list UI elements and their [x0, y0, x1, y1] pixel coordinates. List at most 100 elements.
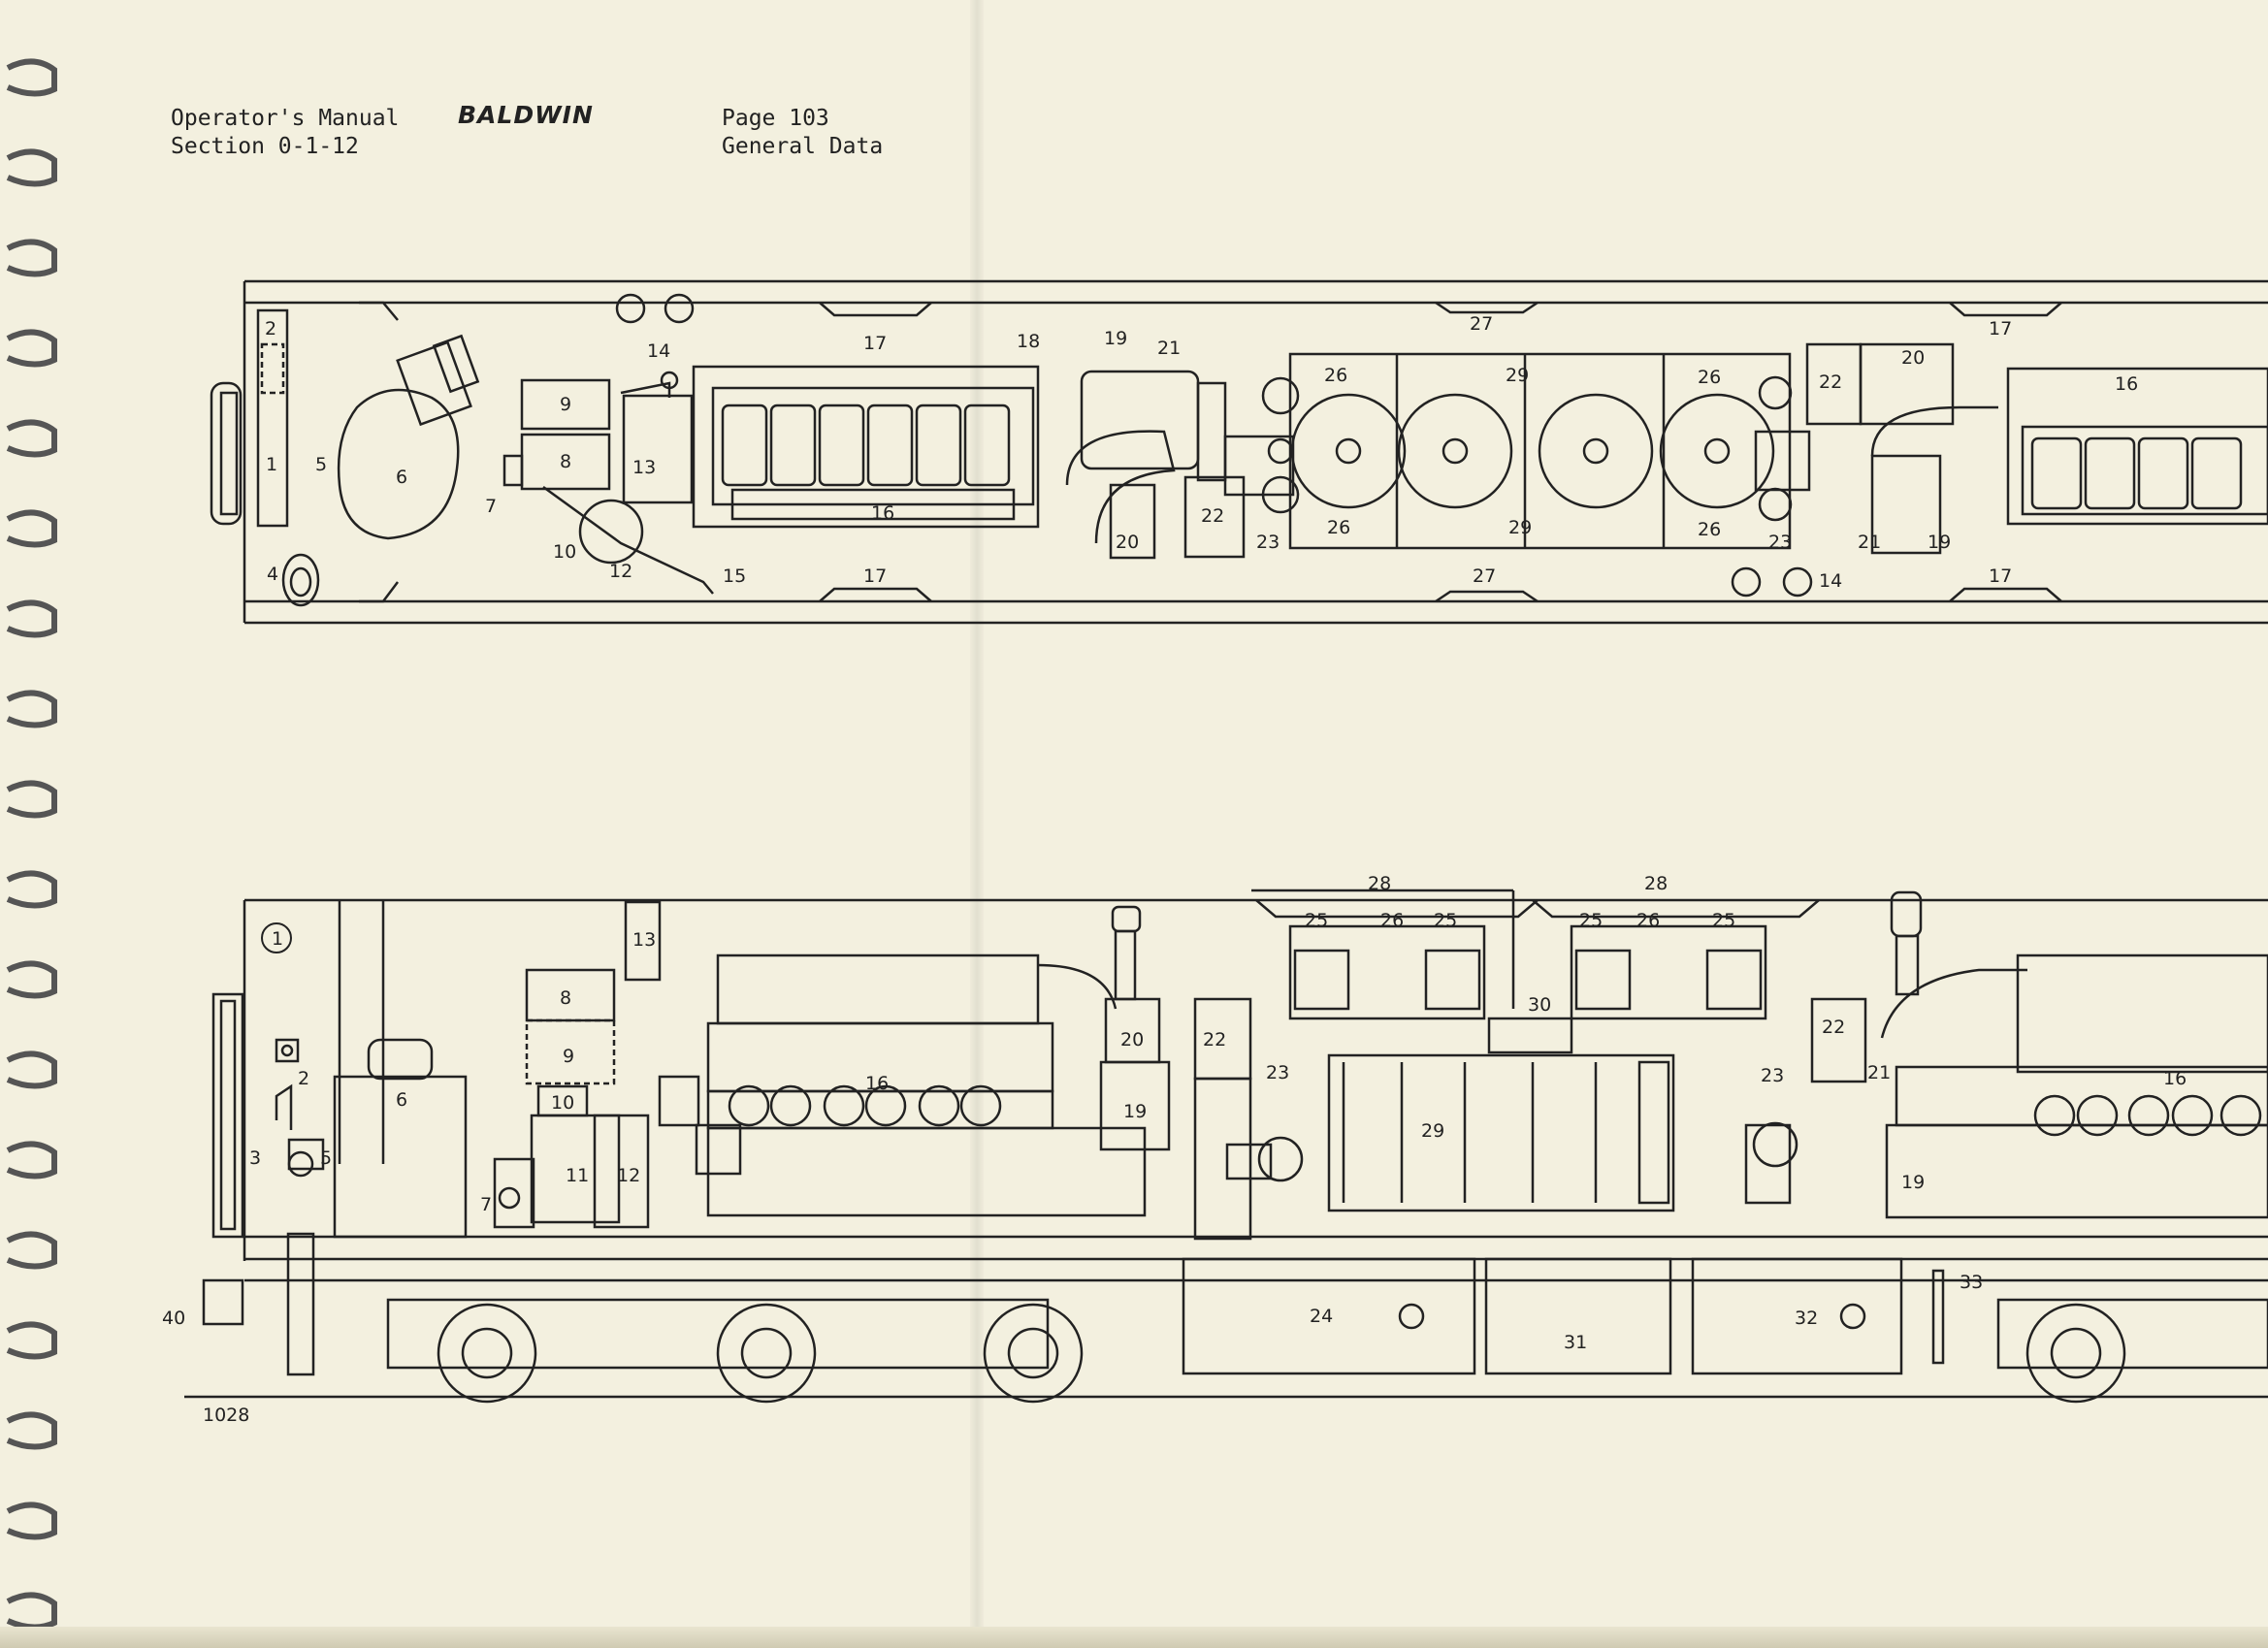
svg-text:13: 13: [632, 457, 656, 478]
manual-title: Operator's Manual: [171, 106, 400, 131]
svg-text:26: 26: [1698, 519, 1721, 540]
svg-text:8: 8: [560, 987, 571, 1009]
svg-text:23: 23: [1256, 532, 1280, 553]
svg-text:30: 30: [1528, 994, 1551, 1016]
svg-text:29: 29: [1506, 365, 1529, 386]
svg-text:12: 12: [609, 561, 632, 582]
svg-text:19: 19: [1928, 532, 1951, 553]
svg-text:27: 27: [1473, 565, 1496, 587]
elevation-callouts: 1 13 8 9 10 11 12 2 3 5 6 7 16 20 19 22 …: [162, 873, 2187, 1353]
svg-text:16: 16: [871, 502, 894, 524]
brand-logo: BALDWIN: [458, 101, 594, 129]
svg-text:28: 28: [1644, 873, 1668, 894]
svg-text:28: 28: [1368, 873, 1391, 894]
svg-text:16: 16: [2163, 1068, 2187, 1089]
svg-text:17: 17: [863, 565, 887, 587]
svg-text:22: 22: [1822, 1017, 1845, 1038]
binding-coil: [6, 870, 57, 909]
binding-coil: [6, 690, 57, 728]
svg-text:20: 20: [1120, 1029, 1144, 1050]
svg-text:25: 25: [1305, 910, 1328, 931]
svg-text:1: 1: [266, 454, 277, 475]
svg-text:23: 23: [1761, 1065, 1784, 1086]
manual-header-right: Page 103 General Data: [722, 105, 883, 161]
svg-text:18: 18: [1017, 331, 1040, 352]
binding-coil: [6, 239, 57, 277]
svg-text:26: 26: [1327, 517, 1350, 538]
spiral-binding: [6, 58, 57, 1631]
svg-text:26: 26: [1698, 367, 1721, 388]
svg-text:21: 21: [1867, 1062, 1891, 1083]
binding-coil: [6, 960, 57, 999]
svg-text:6: 6: [396, 467, 407, 488]
svg-text:21: 21: [1858, 532, 1881, 553]
svg-text:22: 22: [1201, 505, 1224, 527]
svg-text:11: 11: [566, 1165, 589, 1186]
svg-text:27: 27: [1470, 313, 1493, 335]
svg-text:13: 13: [632, 929, 656, 951]
svg-text:7: 7: [480, 1194, 492, 1215]
svg-text:22: 22: [1203, 1029, 1226, 1050]
binding-coil: [6, 1141, 57, 1179]
binding-coil: [6, 58, 57, 97]
svg-text:29: 29: [1508, 517, 1532, 538]
svg-text:19: 19: [1123, 1101, 1147, 1122]
svg-text:14: 14: [1819, 570, 1842, 592]
svg-text:29: 29: [1421, 1120, 1444, 1142]
svg-text:40: 40: [162, 1308, 185, 1329]
svg-text:8: 8: [560, 451, 571, 472]
binding-coil: [6, 1502, 57, 1540]
svg-text:23: 23: [1266, 1062, 1289, 1083]
svg-text:19: 19: [1104, 328, 1127, 349]
binding-coil: [6, 1050, 57, 1089]
svg-text:17: 17: [1989, 318, 2012, 339]
svg-text:26: 26: [1636, 910, 1660, 931]
svg-text:12: 12: [617, 1165, 640, 1186]
svg-text:16: 16: [2115, 373, 2138, 395]
page-number: Page 103: [722, 106, 829, 131]
elevation-view: [184, 889, 2268, 1404]
svg-text:24: 24: [1310, 1306, 1333, 1327]
svg-text:3: 3: [249, 1147, 261, 1169]
manual-header-left: Operator's Manual Section 0-1-12: [171, 105, 399, 161]
svg-text:10: 10: [553, 541, 576, 563]
svg-text:32: 32: [1795, 1308, 1818, 1329]
svg-text:21: 21: [1157, 338, 1181, 359]
binding-coil: [6, 1231, 57, 1270]
binding-coil: [6, 780, 57, 819]
svg-text:20: 20: [1901, 347, 1925, 369]
svg-text:14: 14: [647, 340, 670, 362]
svg-text:20: 20: [1116, 532, 1139, 553]
drawing-number: 1028: [203, 1405, 250, 1426]
section-number: Section 0-1-12: [171, 134, 359, 159]
svg-text:10: 10: [551, 1092, 574, 1114]
svg-text:25: 25: [1434, 910, 1457, 931]
binding-coil: [6, 599, 57, 638]
binding-coil: [6, 1411, 57, 1450]
svg-text:7: 7: [485, 496, 497, 517]
page-topic: General Data: [722, 134, 884, 159]
svg-text:26: 26: [1324, 365, 1347, 386]
binding-coil: [6, 1321, 57, 1360]
svg-text:17: 17: [863, 333, 887, 354]
svg-text:25: 25: [1579, 910, 1603, 931]
svg-text:31: 31: [1564, 1332, 1587, 1353]
svg-text:17: 17: [1989, 565, 2012, 587]
svg-text:26: 26: [1380, 910, 1404, 931]
plan-callouts: 2 1 5 6 4 7 9 8 13 10 12 14 15 17 17 18 …: [265, 313, 2138, 592]
binding-coil: [6, 148, 57, 187]
svg-text:23: 23: [1768, 532, 1792, 553]
svg-text:16: 16: [865, 1073, 889, 1094]
svg-text:19: 19: [1901, 1172, 1925, 1193]
plan-view: [210, 279, 2268, 625]
binding-coil: [6, 329, 57, 368]
binding-coil: [6, 509, 57, 548]
svg-text:6: 6: [396, 1089, 407, 1111]
binding-coil: [6, 1592, 57, 1631]
svg-text:5: 5: [315, 454, 327, 475]
svg-text:15: 15: [723, 565, 746, 587]
binding-coil: [6, 419, 57, 458]
svg-text:1: 1: [272, 928, 283, 950]
svg-text:2: 2: [298, 1068, 309, 1089]
